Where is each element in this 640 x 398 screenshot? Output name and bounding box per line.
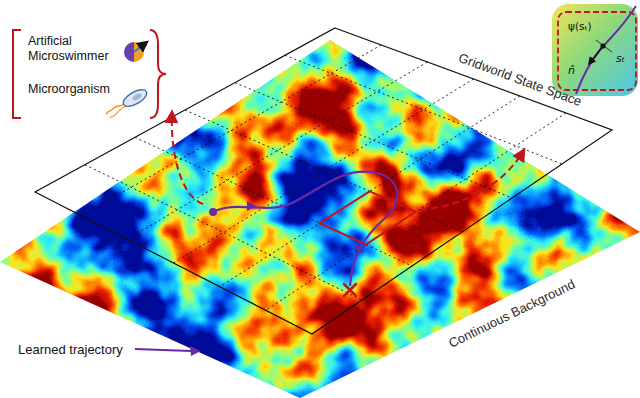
- math-label: n̂: [568, 64, 575, 77]
- grid-plane: [35, 28, 612, 334]
- start-dot: [209, 208, 217, 216]
- trajectory-arrow: [353, 244, 364, 253]
- legend-label: Learned trajectory: [18, 342, 123, 357]
- legend-arrowhead: [190, 346, 201, 356]
- grid-lines: [81, 45, 566, 310]
- plane-label: Gridworld State Space: [456, 50, 584, 110]
- math-label: sₜ: [616, 52, 625, 65]
- trajectory-arrow: [247, 201, 256, 211]
- agent-label: Artificial Microswimmer: [28, 34, 120, 64]
- heading-arrow: [589, 46, 603, 64]
- grid-border: [35, 28, 612, 334]
- continuous-field: [0, 40, 640, 398]
- microswimmer-icon: [124, 42, 147, 62]
- state-dot: [600, 43, 605, 48]
- legend-line: [135, 349, 191, 351]
- goal-cross: [344, 284, 356, 296]
- inset: [552, 4, 638, 96]
- zoom-arrow: [420, 150, 524, 210]
- agent-arrow: [172, 112, 203, 204]
- legend-item: Learned trajectory: [18, 342, 203, 357]
- tick-line: [596, 40, 612, 52]
- microorganism-icon: [106, 86, 149, 118]
- agent-label: Microorganism: [28, 82, 110, 97]
- math-label: ψ(sₜ): [568, 20, 592, 33]
- right-brace: [150, 30, 166, 118]
- plane-label: Continuous Background: [446, 276, 578, 351]
- inset-field: [552, 4, 638, 96]
- legend-sample: [131, 343, 203, 357]
- inset-trajectory: [576, 6, 636, 94]
- left-bracket: [13, 30, 21, 118]
- trajectory: [213, 172, 397, 286]
